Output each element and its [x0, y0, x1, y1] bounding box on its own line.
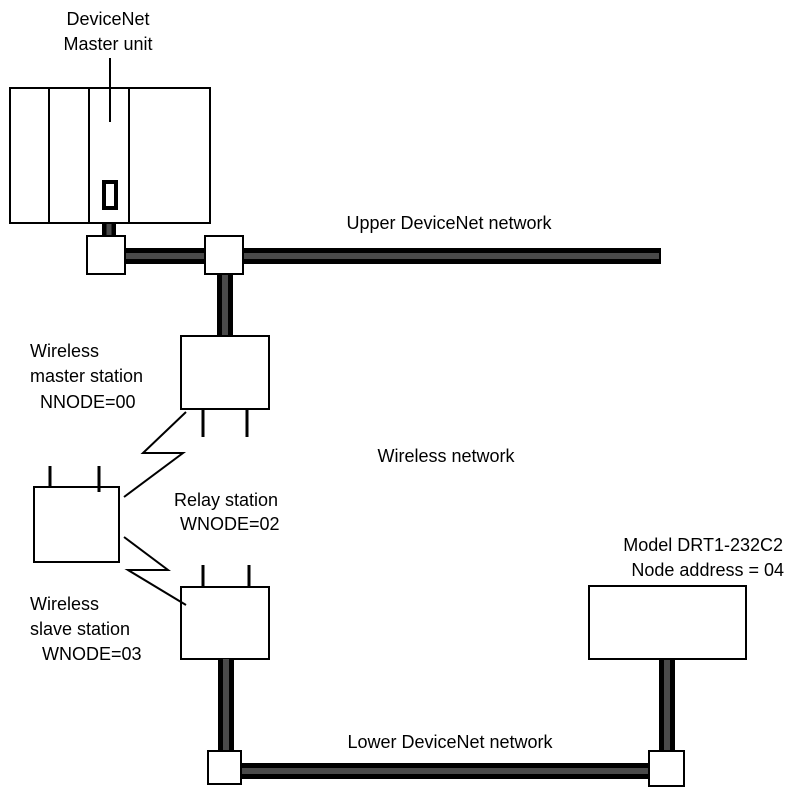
lower-tap-connector-slave [207, 750, 242, 785]
relay-station-label-line2: WNODE=02 [180, 514, 280, 534]
drt1-232c2-unit [588, 585, 747, 660]
master-unit-label-line2: Master unit [63, 34, 152, 54]
wireless-slave-label-line2: slave station [30, 619, 130, 639]
relay-station [33, 466, 120, 563]
drt-label-line1: Model DRT1-232C2 [623, 535, 783, 555]
drt-label-line2: Node address = 04 [631, 560, 784, 580]
wireless-network-label: Wireless network [377, 446, 515, 466]
wireless-master-label-line1: Wireless [30, 341, 99, 361]
relay-station-label-line1: Relay station [174, 490, 278, 510]
upper-network-label: Upper DeviceNet network [346, 213, 552, 233]
upper-tap-connector-wireless [204, 235, 244, 275]
wireless-master-station [180, 335, 270, 437]
wireless-master-label-line2: master station [30, 366, 143, 386]
upper-tap-connector-master [86, 235, 126, 275]
wireless-link-relay-slave [123, 536, 187, 606]
lower-network-label: Lower DeviceNet network [347, 732, 553, 752]
master-unit-rack [9, 58, 211, 224]
wireless-master-label-line3: NNODE=00 [40, 392, 136, 412]
wireless-slave-station [180, 565, 270, 660]
wireless-link-master-relay [123, 411, 187, 498]
wireless-slave-label-line3: WNODE=03 [42, 644, 142, 664]
master-unit-label-line1: DeviceNet [66, 9, 149, 29]
wireless-slave-label-line1: Wireless [30, 594, 99, 614]
lower-tap-connector-drt [648, 750, 685, 787]
